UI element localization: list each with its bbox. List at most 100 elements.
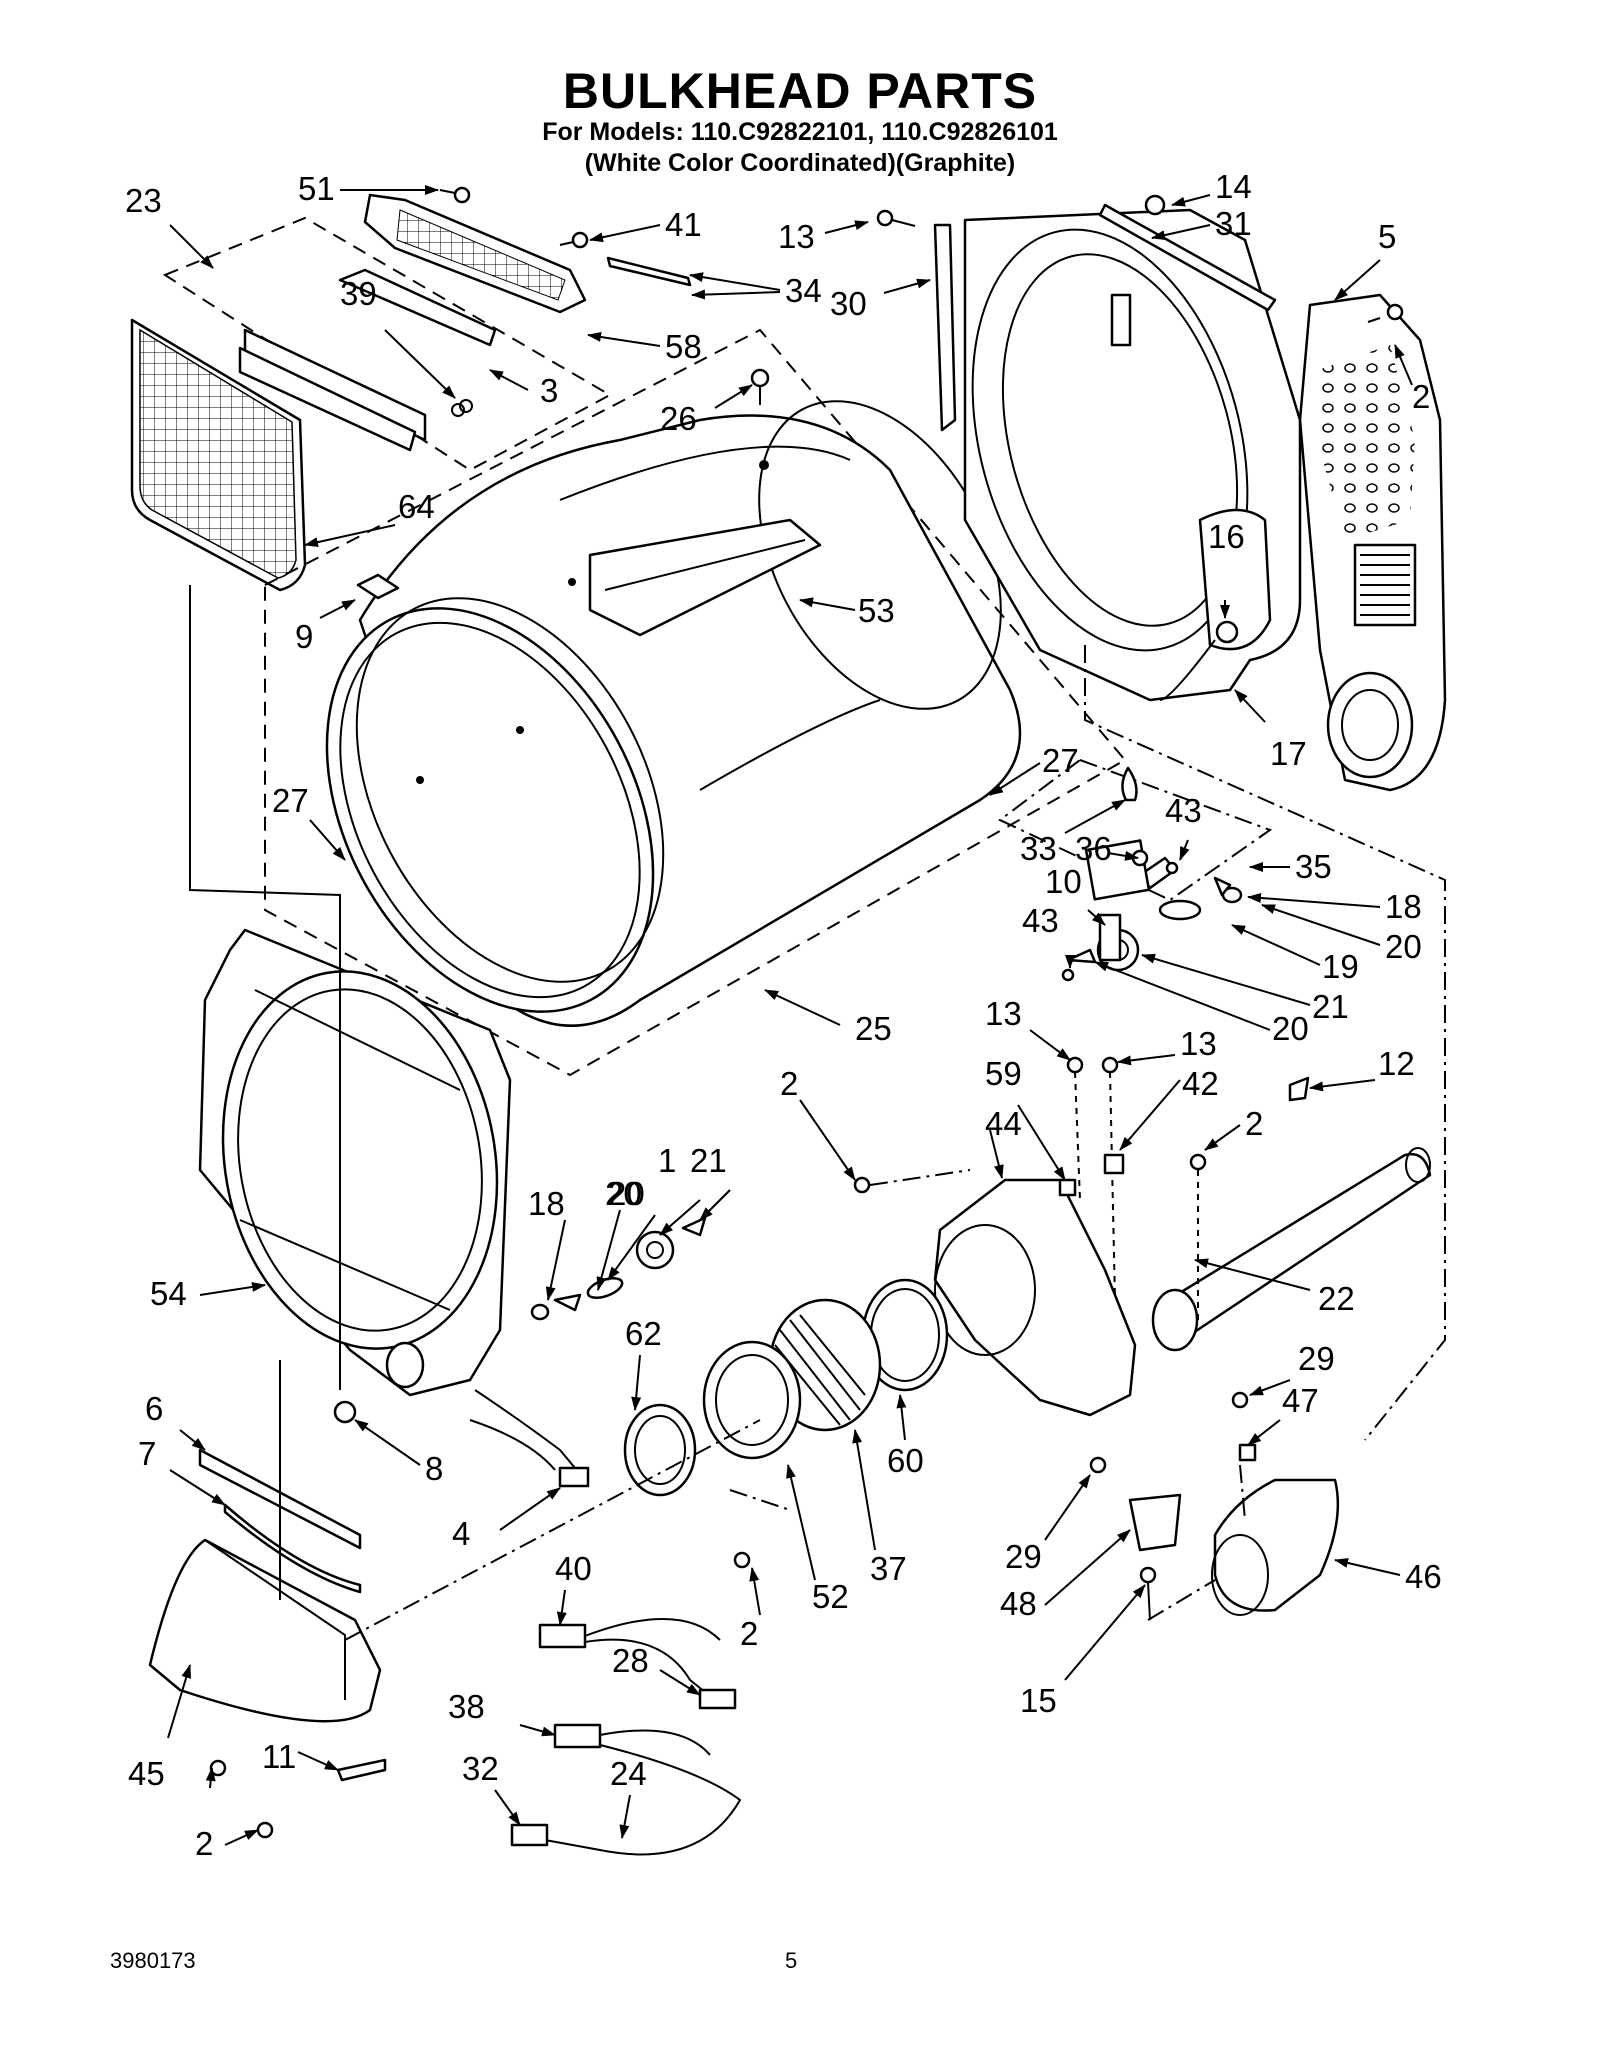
connector-38	[553, 1723, 602, 1749]
callout-52: 52	[812, 1578, 849, 1615]
front-bulkhead-port	[385, 1341, 425, 1389]
callout-6: 6	[145, 1390, 163, 1427]
rear-bulkhead-group	[876, 194, 1302, 702]
callout-2-harness: 2	[740, 1615, 758, 1652]
callout-38: 38	[448, 1688, 485, 1725]
drum-dashed-outline	[264, 328, 1127, 1077]
motor-bracket-48	[1128, 1493, 1182, 1552]
callout-21-left: 21	[690, 1142, 727, 1179]
wiring-group	[469, 1389, 742, 1856]
callout-59: 59	[985, 1055, 1022, 1092]
callout-2-top-right: 2	[1412, 378, 1430, 415]
callout-3: 3	[540, 372, 558, 409]
callout-35: 35	[1295, 848, 1332, 885]
drum-glide	[356, 573, 400, 600]
callout-21-right: 21	[1312, 988, 1349, 1025]
thermistor-33	[1121, 766, 1138, 802]
drum-roller-21	[635, 1230, 675, 1270]
callout-arrows	[167, 185, 1413, 1846]
callout-29-lower: 29	[1005, 1538, 1042, 1575]
callout-2-lower: 2	[195, 1825, 213, 1862]
connector-28	[698, 1688, 737, 1710]
spring-39	[451, 403, 465, 417]
clip-20-right	[681, 1216, 707, 1237]
callout-47: 47	[1282, 1382, 1319, 1419]
nut-16	[1215, 620, 1239, 644]
callout-19: 19	[1322, 948, 1359, 985]
screw-29-lower	[1089, 1456, 1107, 1474]
clip-42	[1103, 1153, 1125, 1175]
callout-2-blower: 2	[780, 1065, 798, 1102]
callout-27-left: 27	[272, 782, 309, 819]
callout-10: 10	[1045, 863, 1082, 900]
callout-34: 34	[785, 272, 822, 309]
heater-housing-group	[1298, 293, 1447, 792]
screw-2-top-right	[1367, 303, 1404, 323]
callout-25: 25	[855, 1010, 892, 1047]
screw-29-upper	[1231, 1391, 1249, 1409]
screw-2-blower	[853, 1169, 971, 1194]
callout-46: 46	[1405, 1558, 1442, 1595]
connector-40	[538, 1623, 587, 1649]
callout-1: 1	[658, 1142, 676, 1179]
clip-47	[1238, 1443, 1257, 1462]
blower-group	[623, 1056, 1432, 1497]
callout-44: 44	[985, 1105, 1022, 1142]
callout-23: 23	[125, 182, 162, 219]
screw-13-right	[1101, 1056, 1119, 1301]
lint-screen-mesh	[139, 328, 297, 579]
screw-26	[750, 368, 770, 405]
lower-left-group	[148, 1448, 751, 1839]
callout-48: 48	[1000, 1585, 1037, 1622]
callout-28: 28	[612, 1642, 649, 1679]
callout-2-duct: 2	[1245, 1105, 1263, 1142]
callout-12: 12	[1378, 1045, 1415, 1082]
lint-grille-mesh	[396, 209, 566, 301]
strip-31	[1098, 203, 1277, 312]
wire-4	[474, 1389, 586, 1481]
lint-screen-group	[130, 186, 692, 592]
screw-14	[1144, 194, 1166, 216]
exhaust-duct	[1158, 1152, 1432, 1337]
callout-29-upper: 29	[1298, 1340, 1335, 1377]
callout-33: 33	[1020, 830, 1057, 867]
callout-20-left-b: 20	[608, 1175, 645, 1212]
lint-duct-bottom	[238, 346, 417, 452]
color-subtitle: (White Color Coordinated)(Graphite)	[584, 149, 1016, 177]
callout-64: 64	[398, 488, 435, 525]
callout-5: 5	[1378, 218, 1396, 255]
clip-20-left	[553, 1293, 582, 1312]
callout-36: 36	[1075, 830, 1112, 867]
callout-45: 45	[128, 1755, 165, 1792]
wire-24	[544, 1744, 742, 1856]
callout-37: 37	[870, 1550, 907, 1587]
callout-43-upper: 43	[1165, 792, 1202, 829]
motor-cover	[1213, 1478, 1340, 1612]
drum-front-rim	[325, 607, 655, 1013]
callout-7: 7	[138, 1435, 156, 1472]
callout-58: 58	[665, 328, 702, 365]
nut-8	[333, 1400, 357, 1424]
callout-31: 31	[1215, 205, 1252, 242]
callout-4: 4	[452, 1515, 470, 1552]
document-number: 3980173	[110, 1948, 196, 1973]
models-subtitle: For Models: 110.C92822101, 110.C92826101	[542, 118, 1058, 146]
clip-12	[1288, 1076, 1310, 1102]
motor-group	[1089, 1391, 1340, 1621]
callout-9: 9	[295, 618, 313, 655]
screw-2-lower-b	[256, 1821, 274, 1839]
seal-17	[1159, 639, 1216, 701]
callout-20-left-a: 20	[605, 1175, 642, 1212]
callout-14: 14	[1215, 168, 1252, 205]
heater-housing-outlet	[1326, 671, 1414, 779]
callout-13-left: 13	[985, 995, 1022, 1032]
idler-shaft-19	[1158, 899, 1202, 921]
callout-26: 26	[660, 400, 697, 437]
lint-duct-top	[243, 328, 427, 442]
idler-parts-group	[998, 758, 1273, 982]
callout-24: 24	[610, 1755, 647, 1792]
seal-34	[606, 256, 692, 287]
clip-11	[336, 1758, 387, 1782]
drum-baffle	[588, 518, 822, 637]
